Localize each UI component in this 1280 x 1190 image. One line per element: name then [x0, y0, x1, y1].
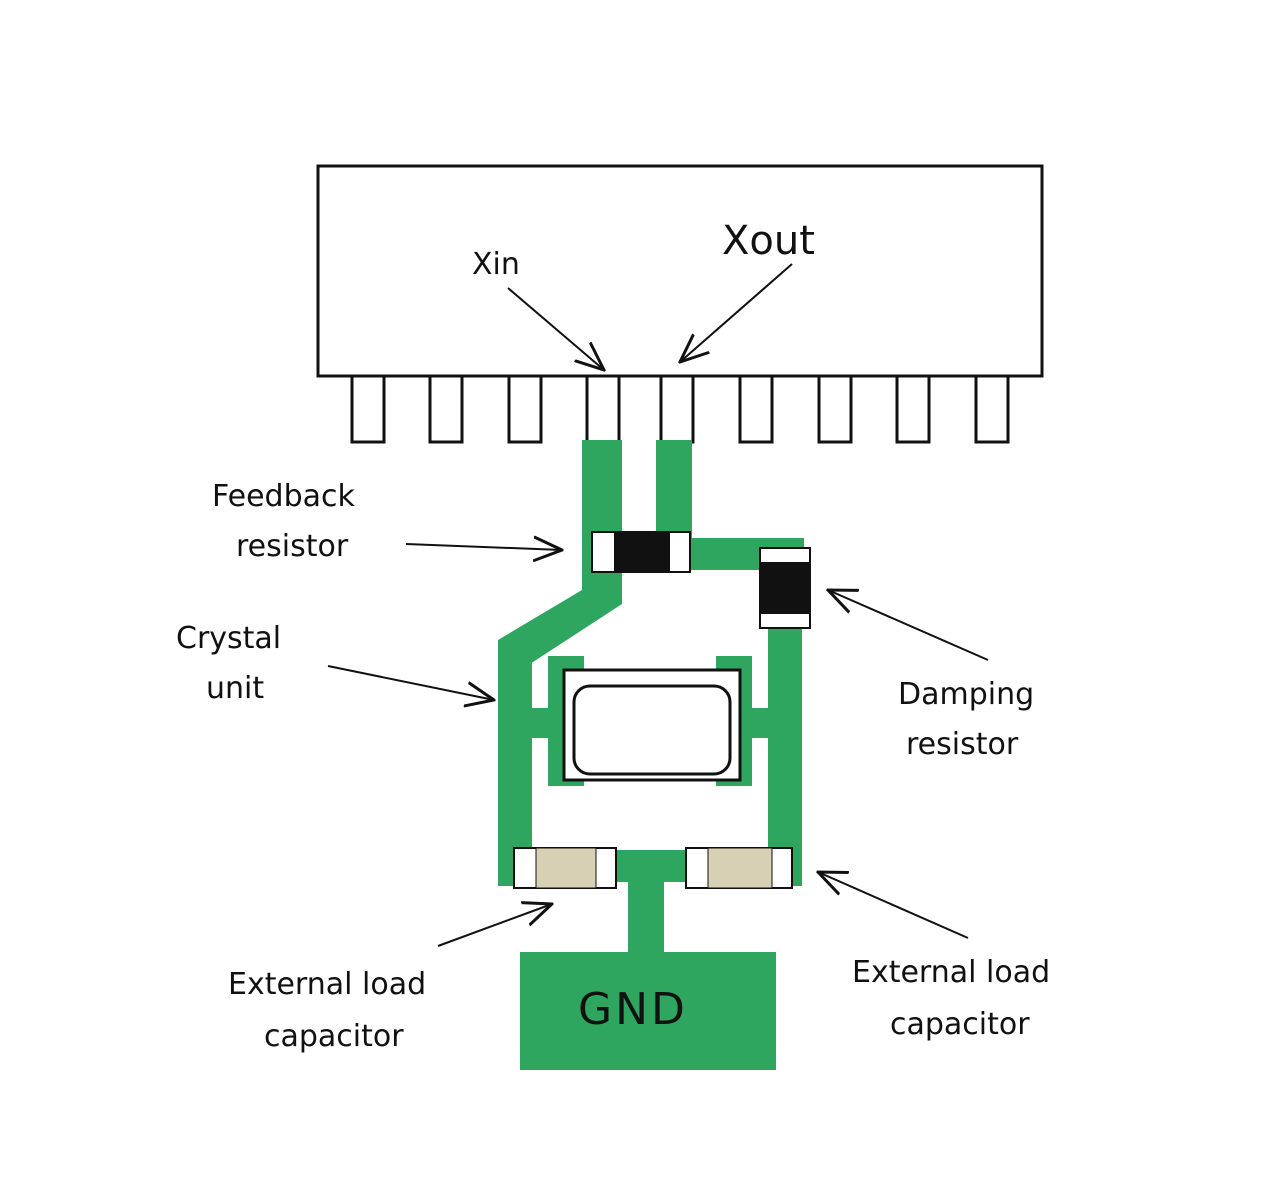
arrow-crystal — [327, 665, 494, 700]
arrow-xout — [680, 263, 793, 362]
load-capacitor-right — [685, 847, 793, 889]
label-xout: Xout — [722, 218, 815, 264]
damping-resistor — [759, 547, 811, 629]
label-load-left-line2: capacitor — [264, 1019, 404, 1054]
gnd-pad — [520, 952, 776, 1070]
ic-pin — [738, 374, 774, 444]
load-capacitor-left — [513, 847, 617, 889]
ic-pin-xin — [585, 374, 621, 444]
ic-pin — [507, 374, 543, 444]
trace-right — [768, 620, 802, 886]
arrow-load-right — [818, 872, 969, 939]
label-feedback-line1: Feedback — [212, 479, 355, 514]
label-feedback-line2: resistor — [236, 529, 349, 564]
arrow-xin — [507, 287, 604, 370]
label-damping-line2: resistor — [906, 727, 1019, 762]
trace-xin — [582, 440, 622, 602]
ic-pin — [817, 374, 853, 444]
trace-diagonal — [498, 586, 622, 676]
label-load-left-line1: External load — [228, 967, 426, 1002]
callout-arrows — [327, 263, 989, 947]
ic-pin — [895, 374, 931, 444]
label-damping-line1: Damping — [898, 677, 1034, 712]
crystal-link-right — [750, 708, 770, 738]
arrow-feedback — [405, 544, 562, 550]
arrow-damping — [828, 590, 989, 661]
ic-pin — [350, 374, 386, 444]
crystal-unit — [562, 668, 742, 782]
trace-gnd — [628, 850, 664, 960]
feedback-resistor — [591, 531, 691, 573]
ic-pin — [428, 374, 464, 444]
crystal-link-left — [530, 708, 550, 738]
label-gnd: GND — [578, 984, 688, 1035]
label-load-right-line1: External load — [852, 955, 1050, 990]
ic-pin-xout — [659, 374, 695, 444]
ic-pins — [350, 374, 1010, 444]
label-xin: Xin — [472, 247, 520, 282]
arrow-load-left — [437, 904, 552, 947]
label-crystal-line1: Crystal — [176, 621, 281, 656]
ic-pin — [974, 374, 1010, 444]
label-crystal-line2: unit — [206, 671, 264, 706]
ic-package — [316, 164, 1044, 378]
label-load-right-line2: capacitor — [890, 1007, 1030, 1042]
